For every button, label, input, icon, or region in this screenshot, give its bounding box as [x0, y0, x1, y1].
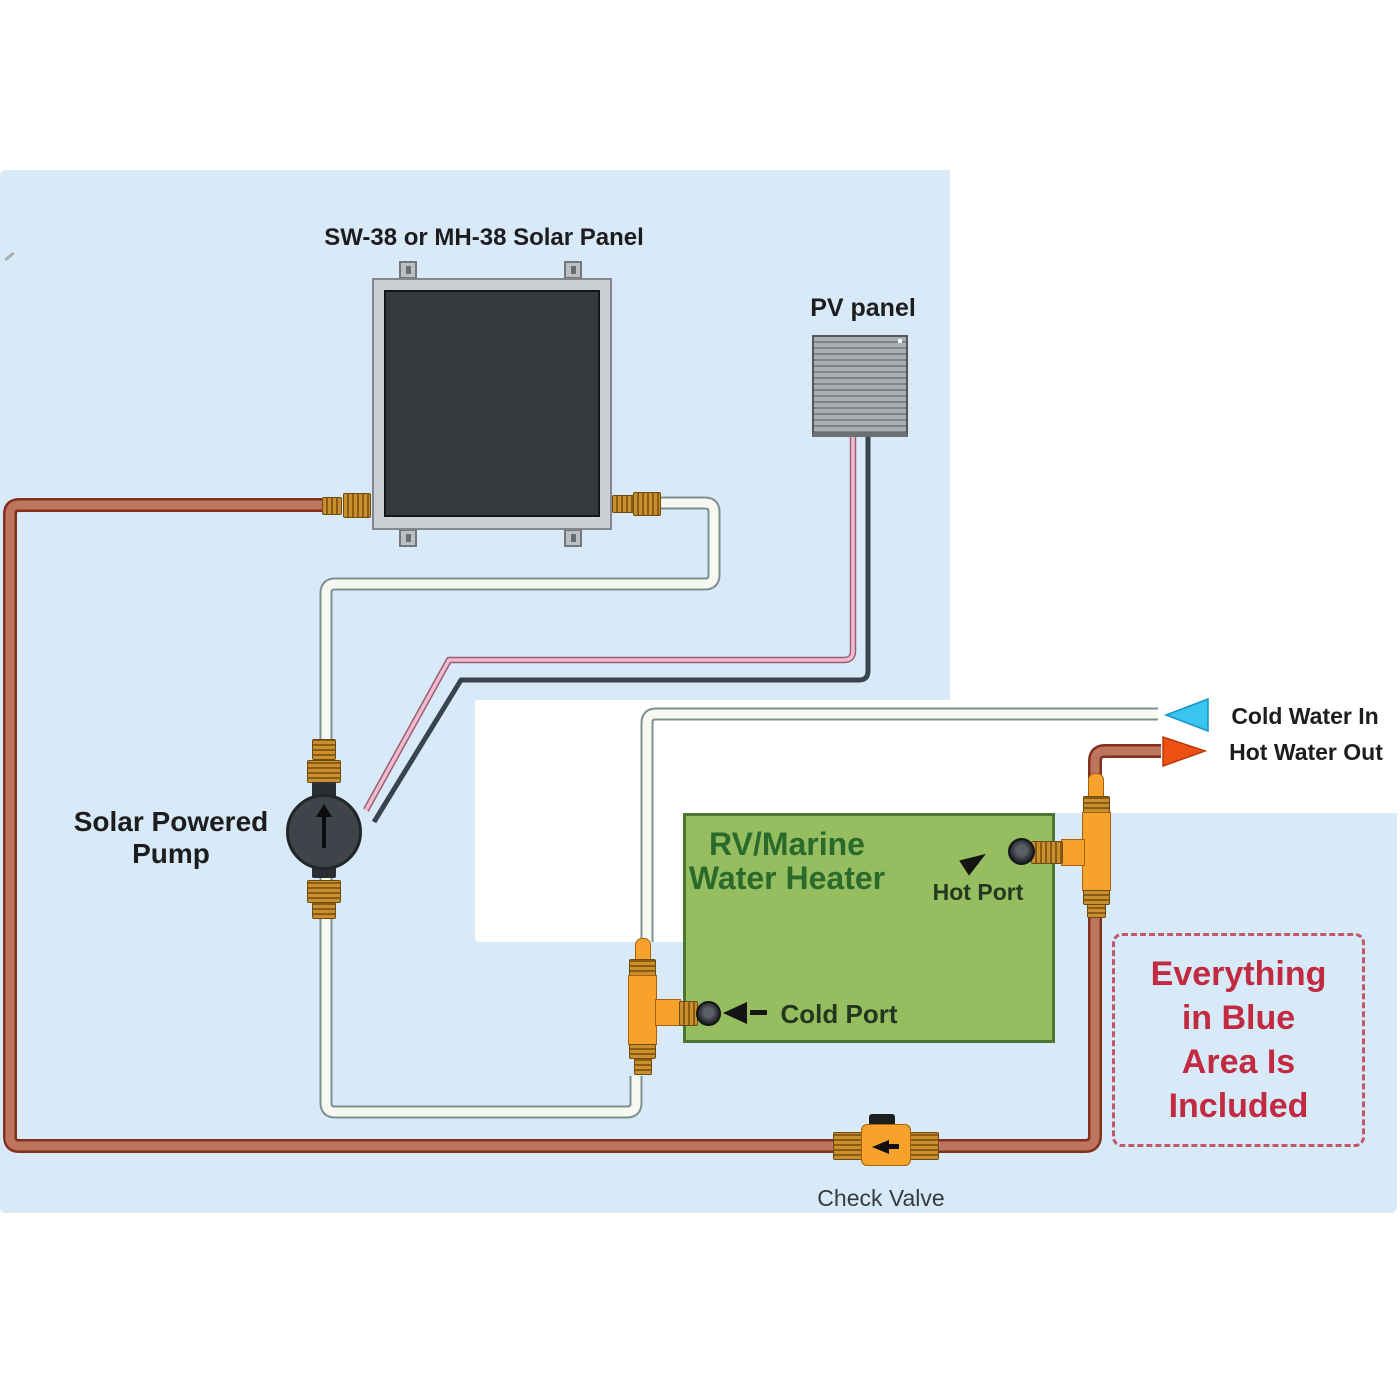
check-valve-nut: [909, 1132, 939, 1160]
cold-water-in-label: Cold Water In: [1231, 703, 1379, 729]
cold-tee-ring: [629, 1044, 656, 1059]
cold-port-arrow-icon: [750, 1010, 767, 1015]
solar-panel-title: SW-38 or MH-38 Solar Panel: [324, 224, 644, 251]
pv-panel-corner-dot: [898, 339, 902, 343]
check-valve-label: Check Valve: [817, 1185, 945, 1211]
cold-port-label: Cold Port: [780, 999, 898, 1029]
hot-port-circle: [1008, 838, 1035, 865]
heater-label-line1: RV/Marine: [709, 826, 865, 862]
pump-label-line1: Solar Powered: [73, 806, 269, 837]
hot-tee-body: [1082, 812, 1111, 891]
panel-mount-tab: [564, 261, 582, 279]
hot-water-out-arrow-icon: [1162, 735, 1208, 768]
check-valve-flow-arrow-icon: [872, 1140, 889, 1154]
included-note-line4: Included: [1168, 1087, 1309, 1125]
panel-inlet-fitting: [343, 493, 371, 518]
pump-flow-arrow-icon: [316, 804, 332, 817]
water-heater-label: RV/Marine Water Heater: [689, 827, 885, 895]
pump-top-fitting: [307, 760, 341, 783]
check-valve-nut: [833, 1132, 863, 1160]
cold-tee-ring: [629, 959, 656, 976]
panel-mount-tab: [399, 529, 417, 547]
hot-tee-tail: [1087, 904, 1106, 918]
solar-loop-pipe: [319, 496, 721, 1119]
hot-water-pipe: [3, 498, 1161, 1153]
check-valve-flow-arrow-icon: [888, 1144, 899, 1149]
included-note-box: Everything in Blue Area Is Included: [1112, 933, 1365, 1147]
included-note-line1: Everything: [1150, 955, 1327, 993]
heater-label-line2: Water Heater: [688, 860, 886, 896]
hot-tee-ring: [1083, 796, 1110, 813]
panel-outlet-fitting: [612, 495, 634, 513]
hot-port-label: Hot Port: [932, 879, 1024, 905]
included-note-line3: Area Is: [1181, 1043, 1296, 1081]
pv-wire-negative: [371, 437, 871, 824]
hot-port-coupler: [1031, 841, 1063, 864]
included-note-line2: in Blue: [1181, 999, 1296, 1037]
hot-water-out-label: Hot Water Out: [1229, 739, 1383, 765]
hot-tee-branch: [1061, 839, 1085, 866]
panel-outlet-fitting: [633, 492, 661, 516]
panel-mount-tab: [564, 529, 582, 547]
pv-panel-module: [812, 335, 908, 437]
cold-tee-branch: [655, 999, 681, 1026]
cold-tee-tail: [634, 1058, 652, 1075]
pump-top-fitting: [312, 739, 336, 760]
pv-panel-label: PV panel: [810, 294, 916, 322]
pv-wire-positive: [363, 437, 857, 812]
pump-bottom-fitting: [307, 880, 341, 903]
cold-tee-body: [628, 975, 657, 1045]
background-white-top-right: [950, 170, 1400, 813]
pump-flow-arrow-icon: [322, 814, 326, 848]
cold-water-in-pipe: [640, 707, 1158, 942]
cold-water-in-arrow-icon: [1163, 697, 1209, 733]
pump-label-line2: Pump: [132, 838, 210, 869]
cold-port-arrow-icon: [723, 1002, 747, 1024]
pump-collar: [312, 782, 336, 797]
solar-panel-absorber: [384, 290, 600, 517]
panel-mount-tab: [399, 261, 417, 279]
pump-bottom-fitting: [312, 902, 336, 919]
hot-tee-ring: [1083, 890, 1110, 905]
cold-port-circle: [696, 1001, 721, 1026]
panel-inlet-fitting: [322, 497, 342, 515]
